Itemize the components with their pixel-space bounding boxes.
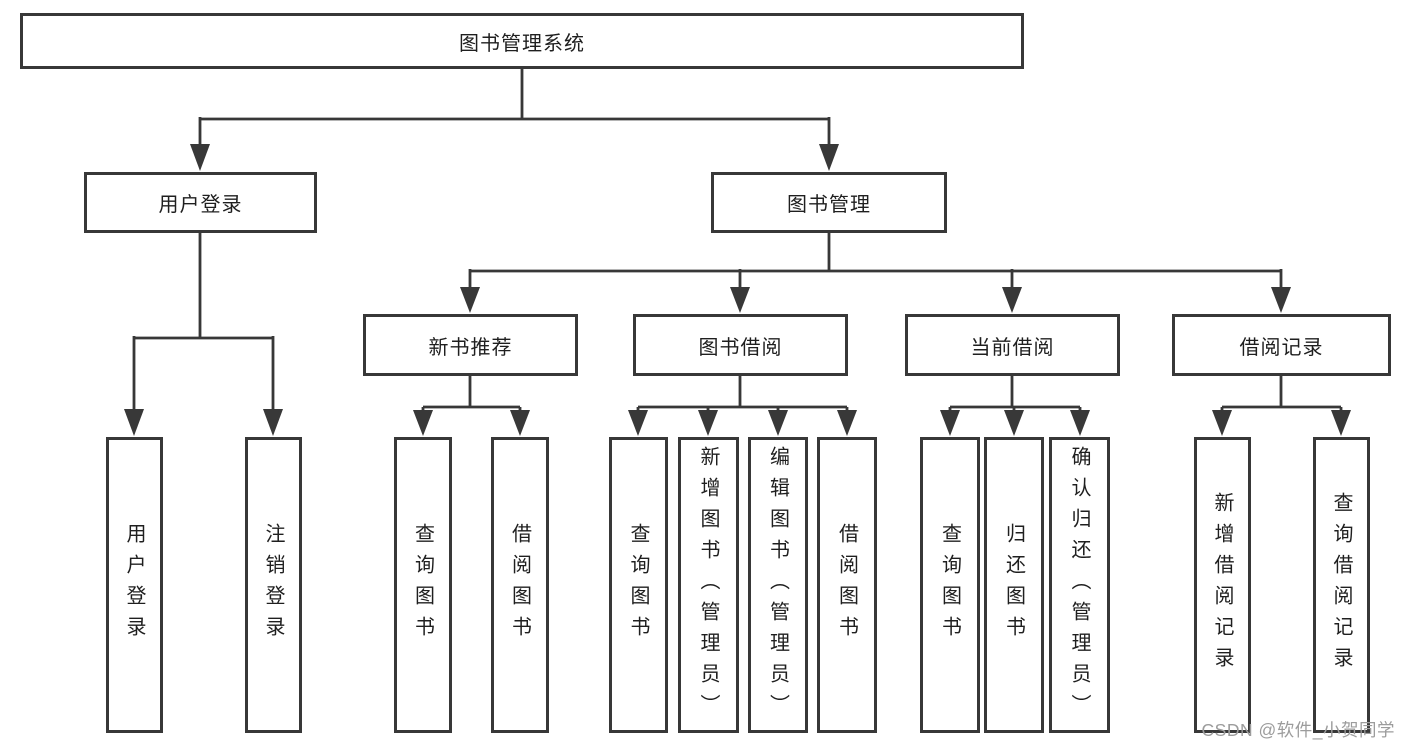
leaf-borrow-books-2: 借阅图书 xyxy=(817,437,877,733)
arrowhead xyxy=(628,410,648,436)
node-book-borrow: 图书借阅 xyxy=(633,314,848,376)
arrowhead xyxy=(819,144,839,171)
leaf-edit-book-admin: 编辑图书（管理员） xyxy=(748,437,808,733)
arrowhead xyxy=(1212,410,1232,436)
arrowhead xyxy=(837,410,857,436)
leaf-query-borrow-record: 查询借阅记录 xyxy=(1313,437,1370,733)
leaf-logout: 注销登录 xyxy=(245,437,302,733)
leaf-query-books-2: 查询图书 xyxy=(609,437,668,733)
node-book-management: 图书管理 xyxy=(711,172,947,233)
node-user-login: 用户登录 xyxy=(84,172,317,233)
leaf-return-book: 归还图书 xyxy=(984,437,1044,733)
arrowhead xyxy=(1002,287,1022,313)
arrowhead xyxy=(1331,410,1351,436)
watermark: CSDN @软件_小贺同学 xyxy=(1201,720,1395,740)
connector-root-to-level2 xyxy=(198,68,831,146)
connector-book-borrow-children xyxy=(636,376,849,412)
node-current-borrow: 当前借阅 xyxy=(905,314,1120,376)
node-library-management-system: 图书管理系统 xyxy=(20,13,1024,69)
arrowhead xyxy=(413,410,433,436)
arrowhead xyxy=(263,409,283,436)
arrowhead xyxy=(1271,287,1291,313)
connector-user-login-children xyxy=(132,233,275,411)
leaf-query-books-3: 查询图书 xyxy=(920,437,980,733)
node-new-book-recommend: 新书推荐 xyxy=(363,314,578,376)
leaf-add-borrow-record: 新增借阅记录 xyxy=(1194,437,1251,733)
leaf-borrow-books-1: 借阅图书 xyxy=(491,437,549,733)
arrowhead xyxy=(768,410,788,436)
leaf-confirm-return-admin: 确认归还（管理员） xyxy=(1049,437,1110,733)
arrowhead xyxy=(698,410,718,436)
arrowhead xyxy=(510,410,530,436)
connector-new-book-children xyxy=(421,376,522,412)
connector-current-borrow-children xyxy=(948,376,1082,412)
leaf-query-books-1: 查询图书 xyxy=(394,437,452,733)
arrowhead xyxy=(1004,410,1024,436)
arrowhead xyxy=(190,144,210,171)
connector-book-management-children xyxy=(468,233,1283,289)
arrowhead xyxy=(1070,410,1090,436)
arrowhead xyxy=(124,409,144,436)
arrowhead xyxy=(460,287,480,313)
leaf-user-login: 用户登录 xyxy=(106,437,163,733)
node-borrow-records: 借阅记录 xyxy=(1172,314,1391,376)
leaf-add-book-admin: 新增图书（管理员） xyxy=(678,437,739,733)
connector-borrow-records-children xyxy=(1220,376,1343,412)
arrowhead xyxy=(940,410,960,436)
arrowhead xyxy=(730,287,750,313)
